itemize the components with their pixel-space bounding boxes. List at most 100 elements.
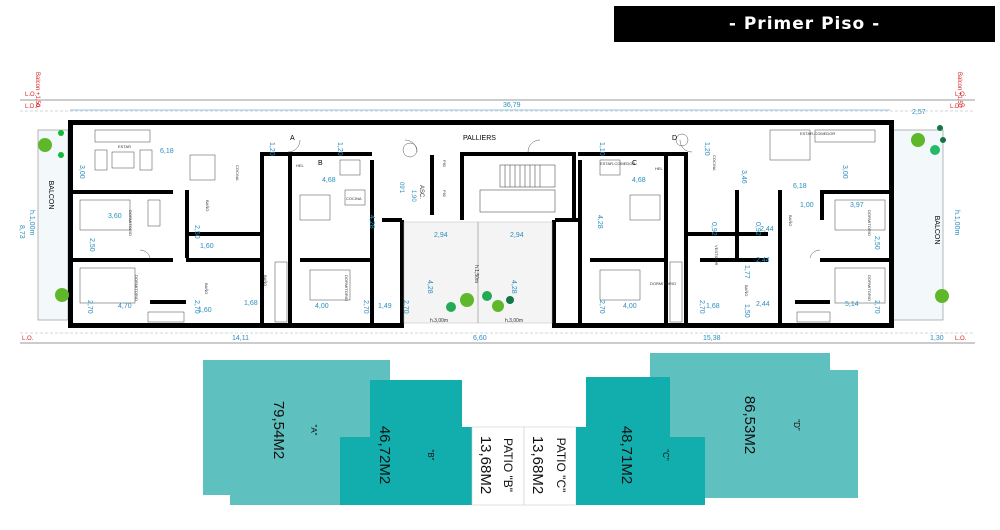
- patio-b-height: h.3,00m: [430, 318, 448, 324]
- page-title: - Primer Piso -: [614, 6, 995, 42]
- svg-text:BAÑO: BAÑO: [205, 200, 210, 211]
- interior-dim-label: 2,50: [193, 225, 200, 239]
- ldp-right-label: L.D.P: [950, 104, 965, 110]
- ldp-bottom-left-label: L.O.: [22, 336, 34, 342]
- interior-dim-label: 1,68: [706, 303, 720, 310]
- balcon-right-label: BALCON: [933, 216, 940, 245]
- interior-dim-label: 4,70: [118, 303, 132, 310]
- ldp-bottom-right-label: L.O.: [955, 336, 967, 342]
- balcon-left-label: BALCON: [47, 181, 54, 210]
- area-patio-b-name: PATIO "B": [501, 438, 515, 492]
- area-c-value: 48,71M2: [618, 426, 635, 484]
- balcon-left-red: Balcon +1,50: [34, 72, 40, 108]
- interior-dim-label: 1,49: [378, 303, 392, 310]
- area-d-value: 86,53M2: [741, 396, 758, 454]
- dim-left-total: 8,73: [18, 225, 25, 239]
- interior-dim-label: 1,68: [244, 300, 258, 307]
- lo-left-label: L.O.: [25, 92, 37, 98]
- area-unit-d: [650, 353, 858, 498]
- interior-dim-label: 4,68: [632, 177, 646, 184]
- interior-dim-label: 0,92: [754, 222, 761, 236]
- room-labels: ESTAR COCINA DORMITORIO DORMITORIO BAÑO …: [118, 131, 872, 301]
- interior-dim-label: 2,70: [193, 300, 200, 314]
- svg-text:BAÑO: BAÑO: [788, 215, 793, 226]
- area-patio-c: [523, 426, 577, 506]
- asc-label: ASC.: [418, 185, 424, 199]
- interior-dim-label: 3,00: [78, 165, 85, 179]
- area-c-name: "C": [661, 449, 670, 461]
- plants: [38, 125, 949, 312]
- svg-text:DORMITORIO: DORMITORIO: [128, 210, 133, 236]
- dim-right-h: h.1,00m: [953, 210, 960, 235]
- dim-bottom-far-right: 1,30: [930, 335, 944, 342]
- area-b-value: 46,72M2: [376, 426, 393, 484]
- dim-bottom-left: 14,11: [232, 335, 249, 342]
- interior-dim-label: 2,44: [760, 226, 774, 233]
- area-patio-b-value: 13,68M2: [477, 436, 494, 494]
- interior-dim-label: 1,20: [268, 142, 275, 156]
- svg-text:COCINA: COCINA: [235, 165, 240, 181]
- interior-dim-label: 2,44: [756, 257, 770, 264]
- dim-bottom-right: 15,38: [703, 335, 721, 342]
- interior-dim-label: 2,94: [510, 232, 524, 239]
- palliers-label: PALLIERS: [463, 135, 496, 142]
- svg-text:COCINA: COCINA: [712, 155, 717, 171]
- svg-text:ESTAR-COMEDOR: ESTAR-COMEDOR: [800, 131, 835, 136]
- interior-dim-label: 2,94: [434, 232, 448, 239]
- interior-dim-label: 4,28: [510, 280, 517, 294]
- svg-text:BAÑO: BAÑO: [744, 285, 749, 296]
- interior-dim-label: 2,50: [88, 238, 95, 252]
- unit-a-label: A: [290, 135, 295, 142]
- interior-dim-label: 1,50: [743, 304, 750, 318]
- interior-dim-label: 1,20: [336, 142, 343, 156]
- interior-dim-label: 2,44: [756, 301, 770, 308]
- dim-left-h: h.1,00m: [28, 210, 35, 235]
- interior-dim-label: 1,60: [198, 307, 212, 314]
- interior-dim-label: 1,00: [800, 202, 814, 209]
- interior-dim-label: 4,00: [623, 303, 637, 310]
- area-unit-a: [203, 360, 390, 505]
- svg-text:DORMITORIO: DORMITORIO: [134, 275, 139, 301]
- interior-dim-label: 1,77: [743, 265, 750, 279]
- area-a-name: "A": [309, 424, 318, 435]
- furniture: [79, 129, 886, 323]
- interior-dim-label: 4,28: [596, 215, 603, 229]
- interior-dim-label: 2,70: [402, 300, 409, 314]
- interior-dim-label: 4,28: [426, 280, 433, 294]
- svg-text:ESTAR: ESTAR: [118, 144, 131, 149]
- area-d-name: "D": [792, 419, 801, 431]
- interior-dim-label: 3,46: [740, 170, 747, 184]
- lo-right-label: L.O.: [955, 92, 967, 98]
- dim-total: 36,79: [503, 102, 521, 109]
- unit-b-label: B: [318, 160, 323, 167]
- interior-dim-label: 1,60: [200, 243, 214, 250]
- area-unit-c: [576, 377, 705, 505]
- door-swings: [139, 139, 821, 259]
- svg-text:VESTIDOR: VESTIDOR: [714, 245, 719, 266]
- balcon-right-red: Balcon +1,50: [956, 72, 962, 108]
- interior-dim-label: 4,28: [368, 215, 375, 229]
- svg-text:DORMITORIO: DORMITORIO: [867, 275, 872, 301]
- interior-dim-label: 2,70: [698, 300, 705, 314]
- svg-text:DORMITORIO: DORMITORIO: [344, 275, 349, 301]
- svg-text:BAÑO: BAÑO: [204, 283, 209, 294]
- interior-dim-label: 6,18: [793, 183, 807, 190]
- svg-text:ESTAR-COMEDOR: ESTAR-COMEDOR: [600, 161, 635, 166]
- interior-dim-label: 1,20: [703, 142, 710, 156]
- patio-center-height: h.1,50m: [473, 265, 479, 283]
- f60-a-label: F60: [442, 160, 447, 168]
- area-diagram: 79,54M2 "A" 46,72M2 "B" PATIO "B" 13,68M…: [203, 353, 858, 506]
- interior-dim-label: 5,14: [845, 301, 859, 308]
- area-a-value: 79,54M2: [270, 401, 287, 459]
- interior-dim-label: 3,00: [841, 165, 848, 179]
- svg-text:BAÑO: BAÑO: [263, 275, 268, 286]
- area-patio-c-value: 13,68M2: [529, 436, 546, 494]
- ldp-left-label: L.D.P: [25, 104, 40, 110]
- f60-b-label: F60: [442, 190, 447, 198]
- interior-dim-label: 3,60: [108, 213, 122, 220]
- dim-top-right: 2,57: [912, 109, 926, 116]
- interior-dim-label: 3,97: [850, 202, 864, 209]
- dim-bottom-mid: 6,60: [473, 335, 487, 342]
